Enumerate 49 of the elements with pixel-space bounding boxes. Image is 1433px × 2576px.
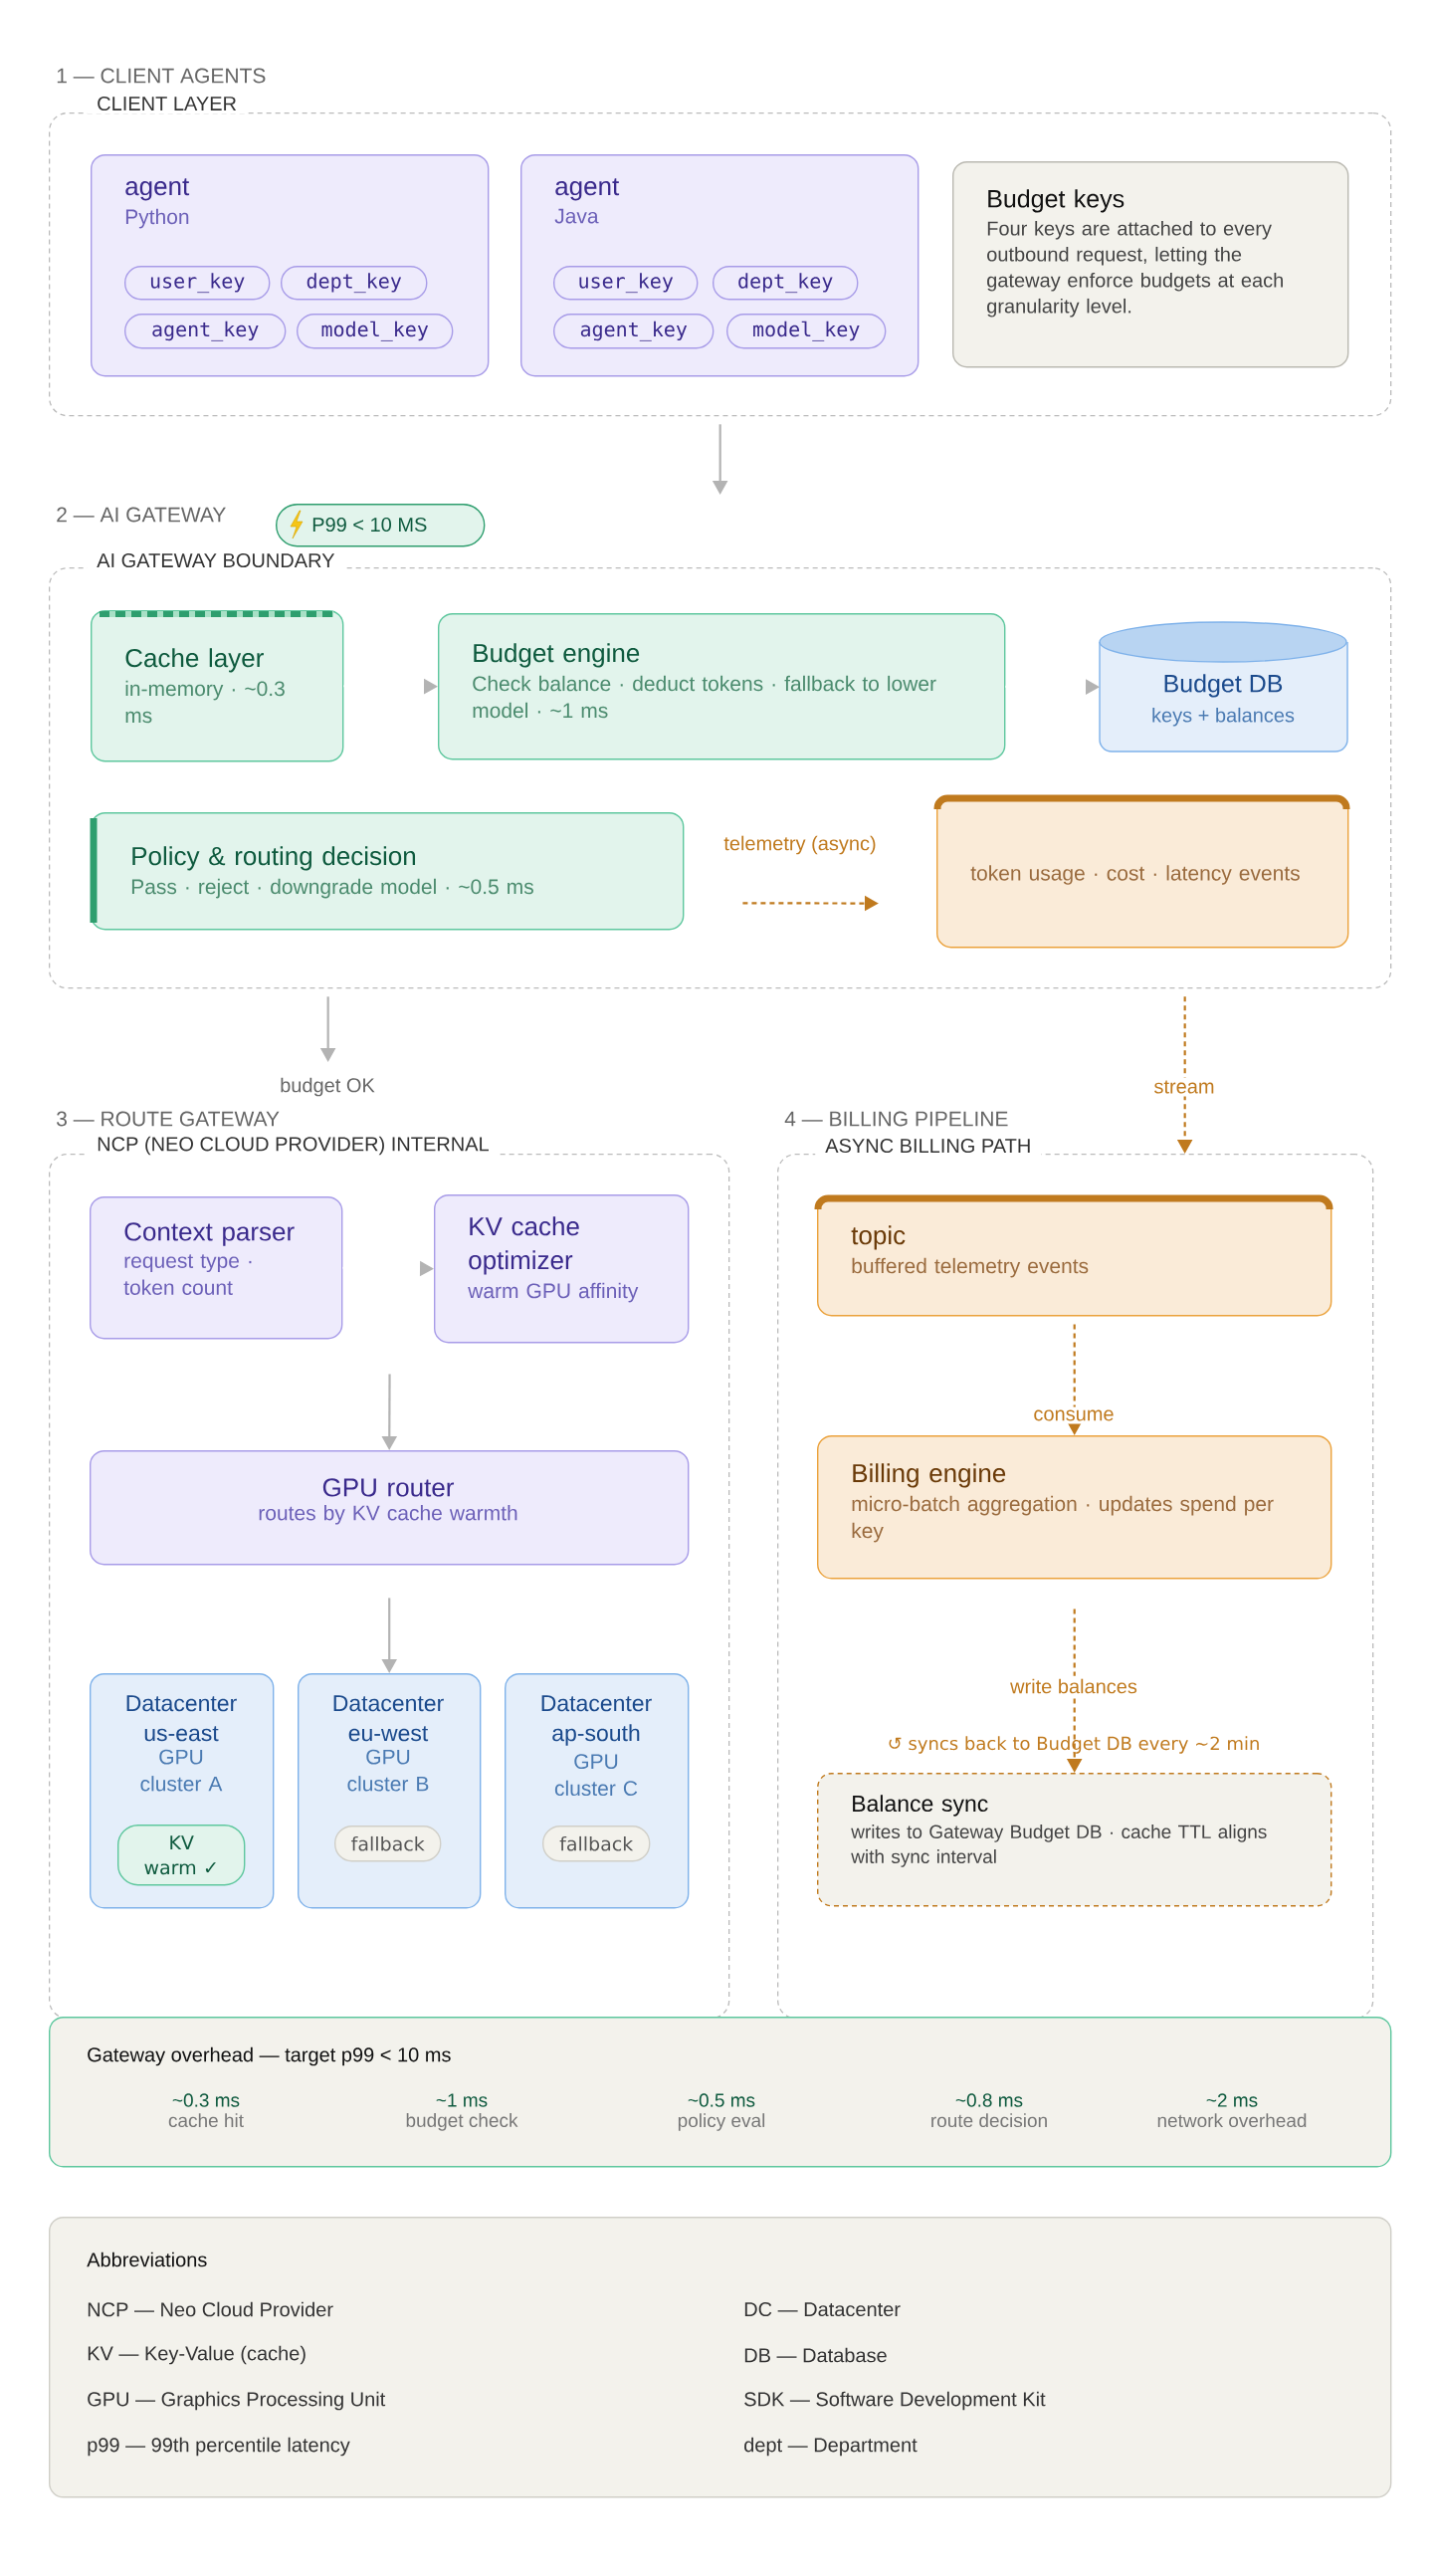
edge-label: write balances: [1007, 1675, 1140, 1697]
abbreviation-entry: dept — Department: [744, 2437, 918, 2457]
section-heading: 3 — ROUTE GATEWAY: [57, 1111, 280, 1127]
process-box: Balance sync writes to Gateway Budget DB · cache TTL aligns with sync interval: [817, 1773, 1332, 1907]
metric: ~2 ms network overhead: [1157, 2093, 1307, 2128]
key-pill: model_key: [726, 314, 887, 349]
process-box: Budget engine Check balance · deduct tokens · fallback to lower model · ~1 ms: [438, 613, 1006, 760]
metric: ~0.5 ms policy eval: [678, 2093, 765, 2131]
metric: ~0.3 ms cache hit: [168, 2093, 244, 2128]
panel-heading: Abbreviations: [87, 2252, 207, 2267]
edge-label: stream: [1150, 1077, 1218, 1097]
section-heading: 1 — CLIENT AGENTS: [57, 68, 266, 84]
abbreviation-entry: KV — Key-Value (cache): [88, 2345, 306, 2365]
key-pill: agent_key: [124, 314, 287, 349]
abbreviation-entry: SDK — Software Development Kit: [744, 2391, 1046, 2411]
process-box: GPU router routes by KV cache warmth: [90, 1450, 690, 1566]
process-box: Billing engine micro-batch aggregation · updates spend per key: [817, 1435, 1332, 1580]
metric: ~0.8 ms route decision: [931, 2093, 1047, 2128]
process-box: Policy & routing decision Pass · reject · downgrade model · ~0.5 ms: [90, 812, 685, 931]
abbreviation-entry: DC — Datacenter: [744, 2301, 901, 2317]
key-pill: dept_key: [713, 266, 859, 301]
abbreviation-entry: p99 — 99th percentile latency: [88, 2437, 350, 2457]
edge-label: consume: [1030, 1406, 1118, 1424]
key-pill: model_key: [297, 314, 454, 349]
process-box: KV cache optimizer warm GPU affinity: [434, 1194, 690, 1344]
section-heading: 4 — BILLING PIPELINE: [784, 1111, 1008, 1127]
abbreviation-entry: DB — Database: [744, 2347, 887, 2363]
key-pill: agent_key: [553, 314, 715, 349]
panel-heading: Gateway overhead — target p99 < 10 ms: [88, 2046, 451, 2066]
key-pill: user_key: [553, 266, 699, 301]
key-pill: fallback: [542, 1825, 651, 1862]
process-box: Context parser request type · token count: [90, 1196, 343, 1340]
abbreviation-entry: NCP — Neo Cloud Provider: [88, 2301, 333, 2317]
abbreviation-entry: GPU — Graphics Processing Unit: [88, 2391, 386, 2411]
key-pill: KV warm ✓: [117, 1825, 246, 1886]
process-box: Budget keys Four keys are attached to every outbound request, letting the gateway enforce budgets at each granularity level.: [952, 161, 1349, 368]
edge-label: telemetry (async): [720, 832, 880, 858]
section-heading: 2 — AI GATEWAY: [57, 507, 226, 523]
database-cylinder: Budget DB keys + balances: [1099, 621, 1348, 752]
latency-badge: P99 < 10 MS: [276, 504, 486, 547]
edge-label: budget OK: [277, 1074, 378, 1100]
note-text: ↺ syncs back to Budget DB every ~2 min: [884, 1733, 1264, 1757]
metric: ~1 ms budget check: [406, 2093, 518, 2131]
key-pill: fallback: [334, 1825, 442, 1862]
key-pill: user_key: [124, 266, 271, 301]
process-box: token usage · cost · latency events: [933, 794, 1350, 949]
process-box: topic buffered telemetry events: [814, 1194, 1333, 1317]
process-box: Cache layer in-memory · ~0.3 ms: [91, 610, 344, 762]
key-pill: dept_key: [281, 266, 428, 301]
